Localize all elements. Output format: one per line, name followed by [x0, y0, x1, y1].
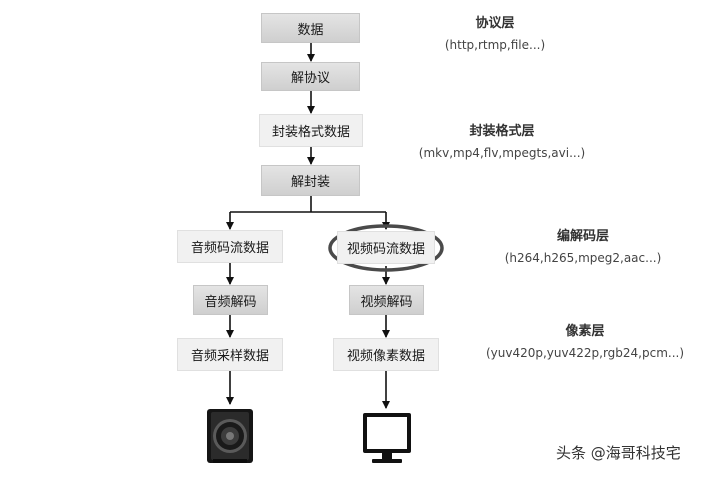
layer-protocol: 协议层 (http,rtmp,file...) [410, 12, 580, 52]
box-audio-stream: 音频码流数据 [177, 230, 283, 263]
box-demux: 解封装 [261, 165, 360, 196]
box-audio-decode: 音频解码 [193, 285, 268, 315]
layer-container: 封装格式层 (mkv,mp4,flv,mpegts,avi...) [402, 120, 602, 160]
box-video-stream: 视频码流数据 [337, 231, 435, 264]
box-video-decode: 视频解码 [349, 285, 424, 315]
layer-examples: (mkv,mp4,flv,mpegts,avi...) [418, 146, 586, 160]
layer-title: 像素层 [565, 324, 605, 339]
box-data: 数据 [261, 13, 360, 43]
monitor-icon [363, 413, 411, 463]
box-audio-samples: 音频采样数据 [177, 338, 283, 371]
layer-examples: (h264,h265,mpeg2,aac...) [504, 251, 662, 265]
layer-title: 编解码层 [556, 229, 609, 244]
layer-title: 协议层 [475, 16, 515, 31]
layer-pixel: 像素层 (yuv420p,yuv422p,rgb24,pcm...) [475, 320, 695, 360]
watermark: 头条 @海哥科技宅 [556, 444, 681, 462]
box-protocol-decode: 解协议 [261, 62, 360, 91]
layer-codec: 编解码层 (h264,h265,mpeg2,aac...) [483, 225, 683, 265]
highlight-ellipse [328, 224, 444, 272]
layer-examples: (http,rtmp,file...) [444, 38, 546, 52]
box-container-data: 封装格式数据 [259, 114, 363, 147]
speaker-icon [207, 409, 253, 463]
box-video-pixels: 视频像素数据 [333, 338, 439, 371]
layer-title: 封装格式层 [469, 124, 535, 139]
layer-examples: (yuv420p,yuv422p,rgb24,pcm...) [485, 346, 685, 360]
